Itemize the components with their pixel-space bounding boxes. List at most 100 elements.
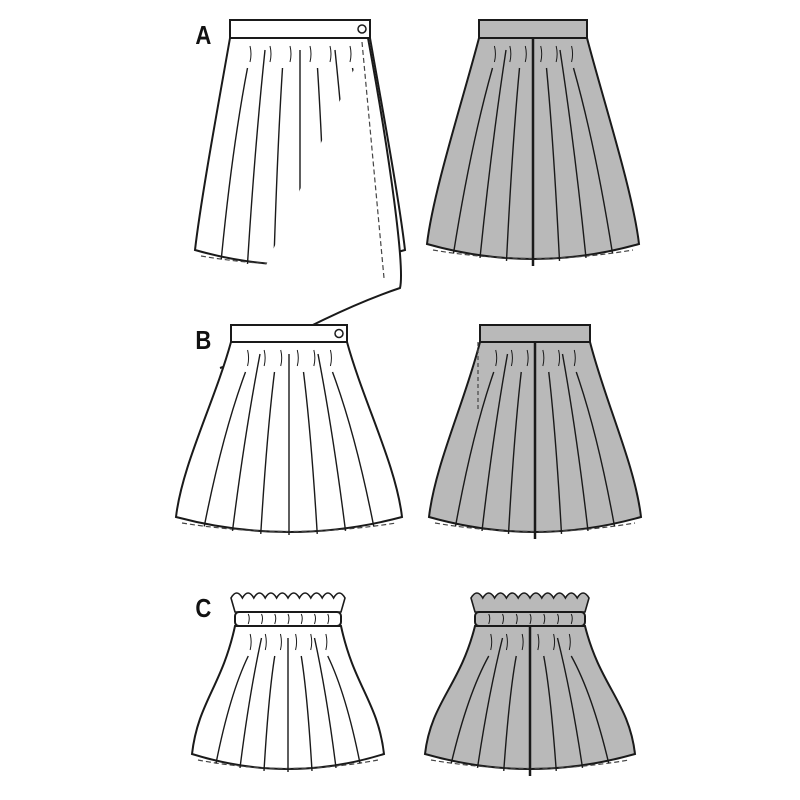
gather-mark bbox=[314, 613, 316, 625]
waistband bbox=[478, 19, 588, 39]
gather-mark bbox=[529, 613, 532, 625]
button-icon bbox=[357, 24, 367, 34]
fold-line bbox=[215, 655, 249, 764]
gather-mark bbox=[495, 349, 498, 367]
fold-line bbox=[327, 655, 361, 764]
gather-mark bbox=[247, 613, 250, 625]
gather-mark bbox=[310, 633, 313, 651]
fold-line bbox=[503, 655, 517, 771]
fold-line bbox=[317, 353, 347, 531]
fold-line bbox=[479, 49, 507, 258]
fold-line bbox=[450, 655, 490, 764]
gather-mark bbox=[329, 45, 332, 63]
view-b-back bbox=[427, 324, 643, 539]
gather-mark bbox=[568, 633, 571, 651]
gather-mark bbox=[264, 633, 267, 651]
fold-line bbox=[454, 371, 495, 527]
fold-line bbox=[507, 371, 522, 534]
gather-mark bbox=[287, 613, 290, 625]
gather-mark bbox=[349, 45, 352, 63]
gather-mark bbox=[510, 349, 513, 367]
fold-line bbox=[561, 353, 589, 531]
fold-line bbox=[273, 67, 284, 267]
gather-mark bbox=[502, 613, 504, 625]
gather-mark bbox=[289, 45, 292, 63]
fold-line bbox=[203, 371, 247, 527]
gather-mark bbox=[521, 633, 524, 651]
gather-mark bbox=[279, 633, 282, 651]
fold-line bbox=[543, 655, 557, 771]
fold-line bbox=[220, 67, 249, 260]
gather-mark bbox=[543, 613, 546, 625]
gather-mark bbox=[553, 633, 556, 651]
gather-mark bbox=[526, 349, 529, 367]
fold-line bbox=[231, 353, 261, 531]
gather-mark bbox=[329, 349, 332, 367]
gather-mark bbox=[542, 349, 545, 367]
waistband bbox=[230, 324, 348, 343]
fold-line bbox=[559, 49, 587, 258]
gather-mark bbox=[505, 633, 508, 651]
fold-line bbox=[452, 67, 494, 254]
fold-line bbox=[572, 67, 614, 254]
gather-mark bbox=[249, 45, 252, 63]
gather-mark bbox=[296, 349, 299, 367]
view-b-front bbox=[174, 324, 404, 535]
fold-line bbox=[545, 67, 561, 261]
waistband bbox=[479, 324, 591, 343]
gather-mark bbox=[327, 613, 330, 625]
gather-mark bbox=[571, 45, 574, 63]
gather-mark bbox=[313, 349, 316, 367]
fold-line bbox=[260, 371, 276, 534]
fold-line bbox=[313, 637, 337, 768]
gather-mark bbox=[515, 613, 518, 625]
gather-mark bbox=[490, 633, 493, 651]
ruffle-heading bbox=[230, 592, 346, 613]
fold-line bbox=[302, 371, 318, 534]
gather-mark bbox=[488, 613, 491, 625]
fold-line bbox=[505, 67, 521, 261]
fold-line bbox=[548, 371, 563, 534]
fold-line bbox=[239, 637, 263, 768]
fold-line bbox=[246, 49, 266, 264]
gather-mark bbox=[557, 613, 559, 625]
view-label-a: A bbox=[195, 20, 212, 50]
ruffle-heading bbox=[470, 592, 590, 613]
gather-mark bbox=[493, 45, 496, 63]
view-a-back bbox=[425, 19, 641, 266]
waistband bbox=[229, 19, 371, 39]
fold-line bbox=[331, 371, 375, 527]
gather-mark bbox=[249, 633, 252, 651]
view-c-back bbox=[423, 592, 637, 776]
gather-mark bbox=[573, 349, 576, 367]
view-a-front bbox=[193, 19, 407, 369]
fold-line bbox=[570, 655, 610, 764]
view-label-c: C bbox=[195, 593, 212, 623]
view-label-b: B bbox=[195, 325, 212, 355]
gather-mark bbox=[309, 45, 312, 63]
gather-mark bbox=[274, 613, 277, 625]
gather-mark bbox=[300, 613, 303, 625]
fold-line bbox=[300, 655, 313, 771]
gather-mark bbox=[263, 349, 266, 367]
gather-mark bbox=[555, 45, 558, 63]
fold-line bbox=[556, 637, 584, 769]
view-c-front bbox=[190, 592, 386, 772]
gather-mark bbox=[280, 349, 283, 367]
gather-mark bbox=[570, 613, 573, 625]
gather-mark bbox=[558, 349, 561, 367]
button-icon bbox=[334, 328, 344, 339]
fold-line bbox=[575, 371, 616, 527]
gather-mark bbox=[524, 45, 527, 63]
fold-line bbox=[476, 637, 504, 769]
gather-mark bbox=[269, 45, 272, 63]
gather-mark bbox=[509, 45, 512, 63]
gather-mark bbox=[537, 633, 540, 651]
fold-line bbox=[481, 353, 509, 531]
gather-mark bbox=[261, 613, 263, 625]
gather-mark bbox=[247, 349, 250, 367]
fold-line bbox=[263, 655, 276, 771]
gather-mark bbox=[325, 633, 328, 651]
gather-mark bbox=[295, 633, 298, 651]
